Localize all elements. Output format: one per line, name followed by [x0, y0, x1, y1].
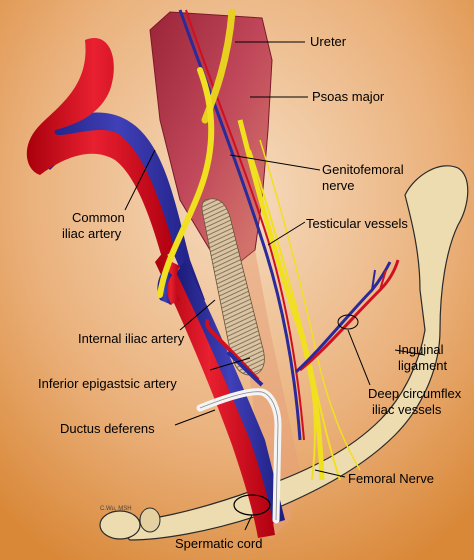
label-deep-circumflex-line2: iliac vessels — [372, 402, 442, 417]
genitofemoral-nerve-shape — [157, 67, 215, 298]
ligament-end-inner — [139, 507, 161, 533]
label-deep-circumflex-line1: Deep circumflex — [368, 386, 462, 401]
label-common-iliac-line2: iliac artery — [62, 226, 122, 241]
label-inguinal-line1: Inguinal — [398, 342, 444, 357]
deep-circumflex-iliac-vessels-shape — [294, 259, 400, 374]
label-psoas-major: Psoas major — [312, 89, 385, 104]
label-ductus-deferens: Ductus deferens — [60, 421, 155, 436]
label-common-iliac-line1: Common — [72, 210, 125, 225]
label-femoral-nerve: Femoral Nerve — [348, 471, 434, 486]
label-testicular-vessels: Testicular vessels — [306, 216, 408, 231]
ductus-deferens-outline — [199, 391, 279, 521]
testicular-vessel-artery — [185, 9, 305, 441]
common-iliac-artery-shape — [26, 38, 176, 258]
label-genitofemoral-line1: Genitofemoral — [322, 162, 404, 177]
label-ureter: Ureter — [310, 34, 347, 49]
femoral-nerve-shape — [237, 119, 361, 481]
label-inguinal-line2: ligament — [398, 358, 448, 373]
ligament-end — [99, 510, 141, 540]
inguinal-ligament — [106, 165, 469, 541]
label-inferior-epigastric: Inferior epigastsic artery — [38, 376, 177, 391]
leader-lines — [124, 41, 426, 531]
artist-signature: C.Wu, MSH — [100, 506, 132, 512]
deep-circumflex-ring — [337, 314, 359, 330]
label-genitofemoral-line2: nerve — [322, 178, 355, 193]
label-spermatic-cord: Spermatic cord — [175, 536, 262, 551]
external-iliac-artery — [155, 250, 275, 538]
inferior-epigastric-vein — [226, 350, 264, 387]
label-internal-iliac: Internal iliac artery — [78, 331, 185, 346]
inferior-epigastric-artery-shape — [205, 318, 260, 382]
